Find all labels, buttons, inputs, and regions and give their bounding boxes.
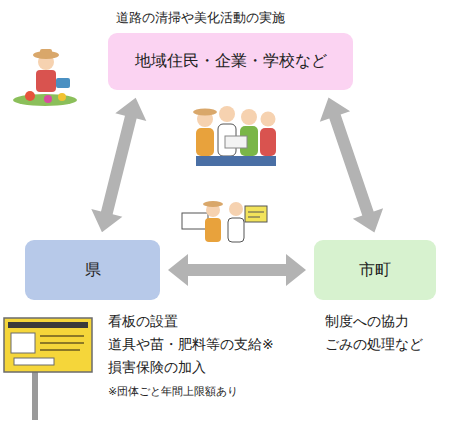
role-item: 損害保険の加入 (108, 359, 206, 377)
role-item: ごみの処理など (325, 336, 423, 354)
role-item: 制度への協力 (325, 313, 409, 331)
node-title: 県 (85, 260, 101, 281)
double-arrow (320, 98, 383, 233)
municipality-box: 市町 (314, 240, 436, 300)
role-item: 看板の設置 (108, 313, 178, 331)
actor-box: 道路の清掃や美化活動の実施地域住民・企業・学校など (108, 33, 353, 90)
double-arrow (91, 98, 146, 232)
node-title: 市町 (359, 260, 391, 281)
double-arrow (168, 254, 306, 286)
people-illustration (193, 106, 276, 166)
signboard-illustration (4, 318, 92, 420)
prefecture-box: 県 (25, 240, 160, 300)
gardener-illustration (13, 49, 77, 106)
footnote: ※団体ごと年間上限額あり (108, 384, 238, 399)
node-heading: 道路の清掃や美化活動の実施 (116, 10, 285, 27)
role-item: 道具や苗・肥料等の支給※ (108, 336, 274, 354)
node-title: 地域住民・企業・学校など (135, 51, 327, 72)
agreement-illustration (182, 201, 267, 242)
